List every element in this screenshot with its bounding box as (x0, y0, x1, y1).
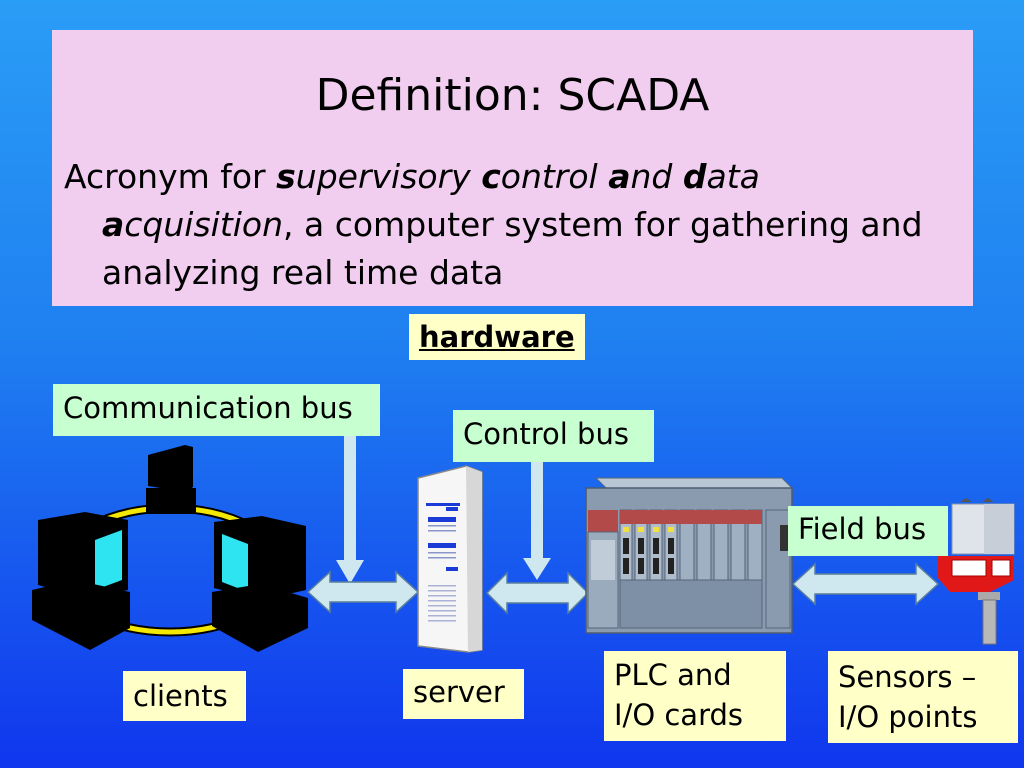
communication-bus-arrow (336, 436, 364, 584)
definition-text: Acronym for supervisory control and data… (64, 153, 943, 297)
clients-server-link-arrow (306, 570, 420, 614)
field-bus-link-arrow (791, 562, 940, 606)
clients-network (32, 445, 308, 652)
acronym-letter-s: s (276, 157, 296, 196)
control-bus-arrow (523, 462, 551, 580)
plc-label-line1: PLC and (614, 658, 732, 692)
word-and: nd (630, 157, 683, 196)
field-bus-label: Field bus (788, 506, 948, 556)
computer-icon (212, 516, 308, 652)
communication-bus-label: Communication bus (53, 384, 380, 436)
control-bus-label: Control bus (453, 410, 654, 462)
word-control: ontrol (500, 157, 609, 196)
plc-io-cards-label: PLC and I/O cards (604, 651, 786, 741)
word-acquisition: cquisition (124, 205, 284, 244)
hardware-heading: hardware (409, 314, 585, 360)
plc-label-line2: I/O cards (614, 698, 744, 732)
computer-icon (32, 512, 130, 650)
server-label: server (403, 669, 524, 719)
word-data: ata (706, 157, 760, 196)
acronym-letter-c: c (481, 157, 501, 196)
word-supervisory: upervisory (295, 157, 482, 196)
plc-rack-icon (585, 477, 794, 634)
sensors-label-line2: I/O points (838, 700, 978, 734)
sensor-icon (938, 498, 1015, 645)
sensors-io-points-label: Sensors – I/O points (828, 651, 1018, 743)
acronym-letter-a2: a (102, 205, 125, 244)
computer-icon (146, 445, 196, 514)
definition-box: Definition: SCADA Acronym for supervisor… (52, 30, 973, 306)
acronym-letter-d: d (682, 157, 707, 196)
slide-title: Definition: SCADA (315, 70, 710, 121)
definition-prefix: Acronym for (64, 157, 277, 196)
clients-label: clients (123, 671, 246, 721)
definition-suffix: , a computer system for gathering and an… (102, 205, 923, 292)
sensors-label-line1: Sensors – (838, 660, 977, 694)
acronym-letter-a: a (608, 157, 631, 196)
server-icon (417, 465, 483, 653)
